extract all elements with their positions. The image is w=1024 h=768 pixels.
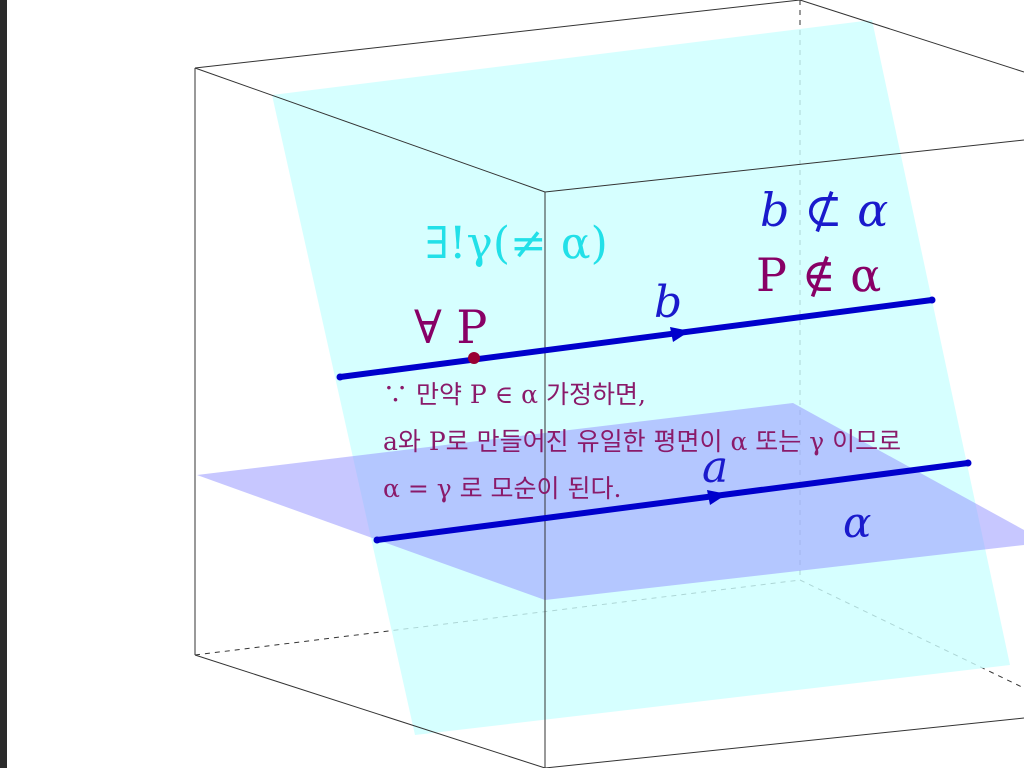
- label-line-a: a: [702, 442, 728, 493]
- plane-gamma: [272, 20, 1010, 735]
- label-forall-p: ∀ P: [414, 300, 487, 354]
- cube-top-back-edge: [194, 0, 801, 69]
- line-a: [373, 459, 972, 544]
- line-b: [336, 296, 936, 381]
- label-p-not-in-alpha: P ∉ α: [756, 248, 881, 302]
- proof-line-3: α = γ 로 모순이 된다.: [383, 474, 621, 503]
- window-edge: [0, 0, 7, 768]
- line-a-end-point: [964, 459, 972, 467]
- cube-bottom-left-edge: [194, 654, 546, 768]
- cube-edges: [194, 0, 1024, 768]
- line-a-direction-arrow: [707, 490, 727, 505]
- cube-bottom-front-edge: [544, 717, 1024, 768]
- cube-top-left-edge: [194, 67, 546, 193]
- cube-top-right-edge: [799, 0, 1024, 73]
- proof-line-2: a와 P로 만들어진 유일한 평면이 α 또는 γ 이므로: [383, 427, 901, 456]
- proof-line-1: ∵ 만약 P ∈ α 가정하면,: [383, 380, 646, 409]
- label-b-not-subset: b ⊄ α: [760, 183, 888, 237]
- label-line-b: b: [654, 277, 682, 328]
- point-p: [468, 352, 480, 364]
- cube-top-front-edge: [544, 139, 1024, 193]
- label-gamma-unique: ∃!γ(≠ α): [425, 218, 608, 269]
- line-b-end-point: [928, 296, 936, 304]
- plane-alpha: [197, 403, 1024, 600]
- label-plane-alpha: α: [843, 498, 871, 547]
- line-b-direction-arrow: [670, 327, 690, 342]
- line-a-start-point: [373, 536, 381, 544]
- line-b-start-point: [336, 373, 344, 381]
